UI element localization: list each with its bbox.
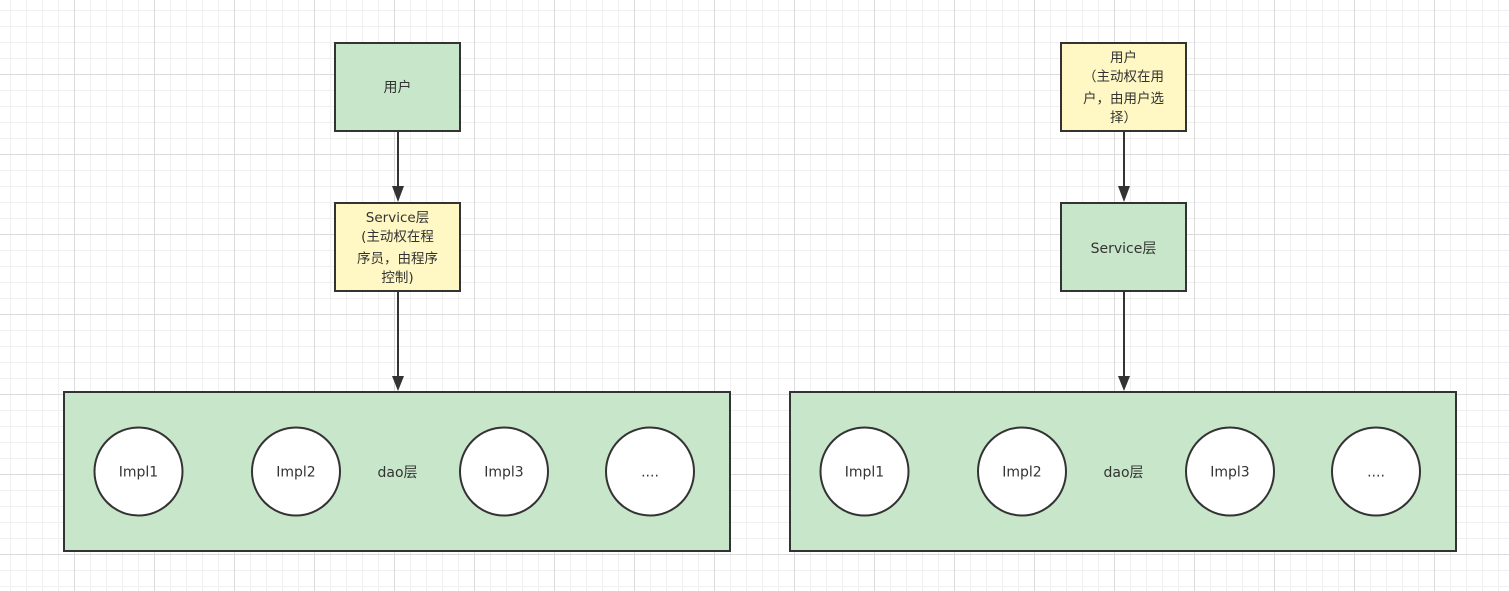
right-impl-1-label: Impl1 <box>845 465 884 481</box>
left-impl-2-circle <box>251 426 341 517</box>
right-service-box <box>1060 202 1187 292</box>
right-arrowhead-dao <box>1118 376 1130 391</box>
left-service-line-4: 控制) <box>381 270 413 286</box>
right-user-line-4: 择） <box>1110 110 1137 126</box>
right-service-label: Service层 <box>1091 241 1157 257</box>
left-impl-4[interactable]: .... <box>605 426 695 517</box>
left-impl-4-circle <box>605 426 695 517</box>
left-user-box <box>334 42 461 132</box>
right-impl-3[interactable]: Impl3 <box>1185 426 1275 517</box>
right-impl-1-circle <box>819 426 910 517</box>
right-impl-2-label: Impl2 <box>1002 465 1041 481</box>
left-impl-3-circle <box>459 426 549 517</box>
left-user-node[interactable]: 用户 <box>334 42 461 132</box>
left-impl-2-label: Impl2 <box>276 465 315 481</box>
right-user-line-1: 用户 <box>1110 49 1137 66</box>
left-service-line-2: (主动权在程 <box>361 228 434 245</box>
right-dao-label: dao层 <box>1103 465 1143 481</box>
left-impl-2[interactable]: Impl2 <box>251 426 341 517</box>
left-impl-3[interactable]: Impl3 <box>459 426 549 517</box>
left-impl-3-label: Impl3 <box>484 465 523 481</box>
right-dao-container[interactable]: dao层 Impl1 Impl2 Impl3 .... <box>789 391 1457 552</box>
left-service-line-1: Service层 <box>366 210 429 226</box>
left-user-label: 用户 <box>384 79 412 96</box>
left-dao-container[interactable]: dao层 Impl1 Impl2 Impl3 .... <box>63 391 731 552</box>
left-arrowhead-dao <box>392 376 404 391</box>
left-diagram: 用户 Service层 (主动权在程 序员，由程序 控制) dao层 Impl1… <box>63 42 731 552</box>
left-service-line-3: 序员，由程序 <box>357 251 438 267</box>
right-diagram: 用户 （主动权在用 户，由用户选 择） Service层 dao层 Impl1 … <box>789 42 1457 552</box>
right-user-node[interactable]: 用户 （主动权在用 户，由用户选 择） <box>1060 42 1187 132</box>
left-service-box <box>334 202 461 292</box>
right-user-line-3: 户，由用户选 <box>1083 90 1164 107</box>
right-impl-2[interactable]: Impl2 <box>977 426 1067 517</box>
right-impl-4-circle <box>1331 426 1421 517</box>
right-impl-4[interactable]: .... <box>1331 426 1421 517</box>
left-impl-4-label: .... <box>641 465 659 481</box>
left-impl-1-circle <box>93 426 184 517</box>
left-arrowhead-service <box>392 186 404 202</box>
right-arrowhead-service <box>1118 186 1130 202</box>
left-impl-1[interactable]: Impl1 <box>93 426 184 517</box>
left-dao-label: dao层 <box>377 465 417 481</box>
right-service-node[interactable]: Service层 <box>1060 202 1187 292</box>
right-user-line-2: （主动权在用 <box>1083 68 1164 85</box>
right-impl-1[interactable]: Impl1 <box>819 426 910 517</box>
right-impl-4-label: .... <box>1367 465 1385 481</box>
left-impl-1-label: Impl1 <box>119 465 158 481</box>
right-impl-2-circle <box>977 426 1067 517</box>
left-service-node[interactable]: Service层 (主动权在程 序员，由程序 控制) <box>334 202 461 292</box>
right-impl-3-label: Impl3 <box>1210 465 1249 481</box>
right-user-box <box>1060 42 1187 132</box>
right-impl-3-circle <box>1185 426 1275 517</box>
